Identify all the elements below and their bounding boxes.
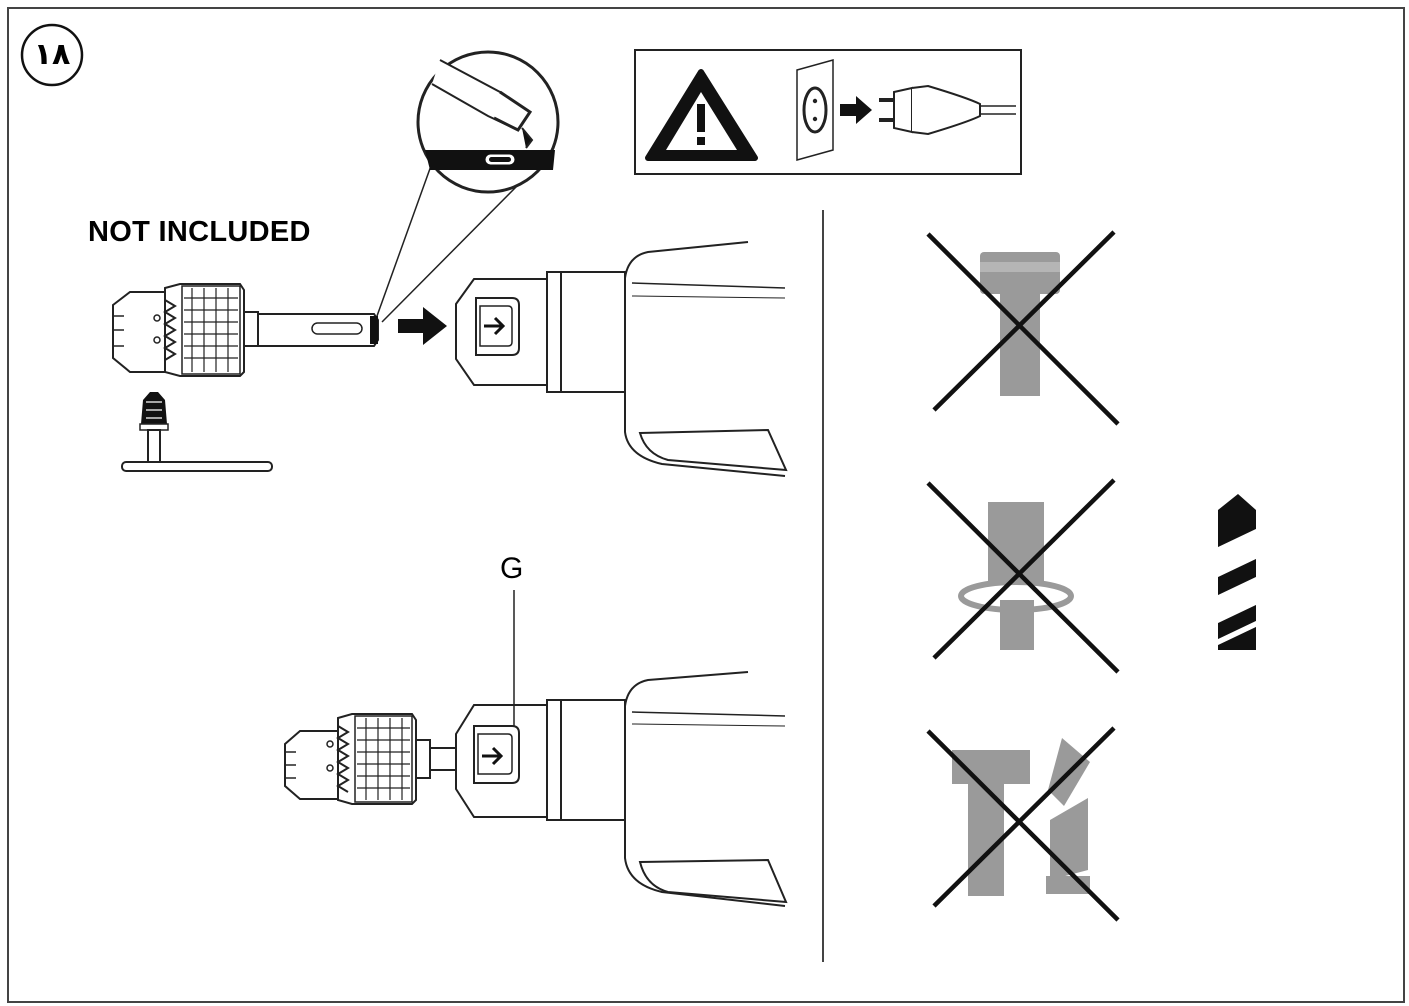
unplug-from-socket-icon <box>796 59 1016 161</box>
step-number-circle <box>20 23 84 87</box>
prohibited-bit-2 <box>926 478 1120 674</box>
drill-body-top <box>455 241 788 477</box>
prohibited-cross-icon <box>926 230 1120 426</box>
drill-bit-icon <box>1216 494 1258 650</box>
warning-triangle-icon <box>645 69 758 161</box>
prohibited-bit-3 <box>926 726 1120 922</box>
page-frame <box>7 7 1405 1003</box>
part-g-label: G <box>500 552 524 585</box>
prohibited-cross-icon <box>926 478 1120 674</box>
insert-arrow <box>398 307 447 345</box>
unplug-warning-box <box>634 49 1022 175</box>
prohibited-cross-icon <box>926 726 1120 922</box>
chuck-key <box>121 392 273 472</box>
keyed-drill-chuck <box>112 283 379 377</box>
drill-with-chuck-assembled <box>284 590 788 907</box>
not-included-label: NOT INCLUDED <box>88 216 311 248</box>
grease-detail-callout <box>376 50 560 323</box>
step-number: ۱۸ <box>33 37 71 72</box>
prohibited-bit-1 <box>926 230 1120 426</box>
